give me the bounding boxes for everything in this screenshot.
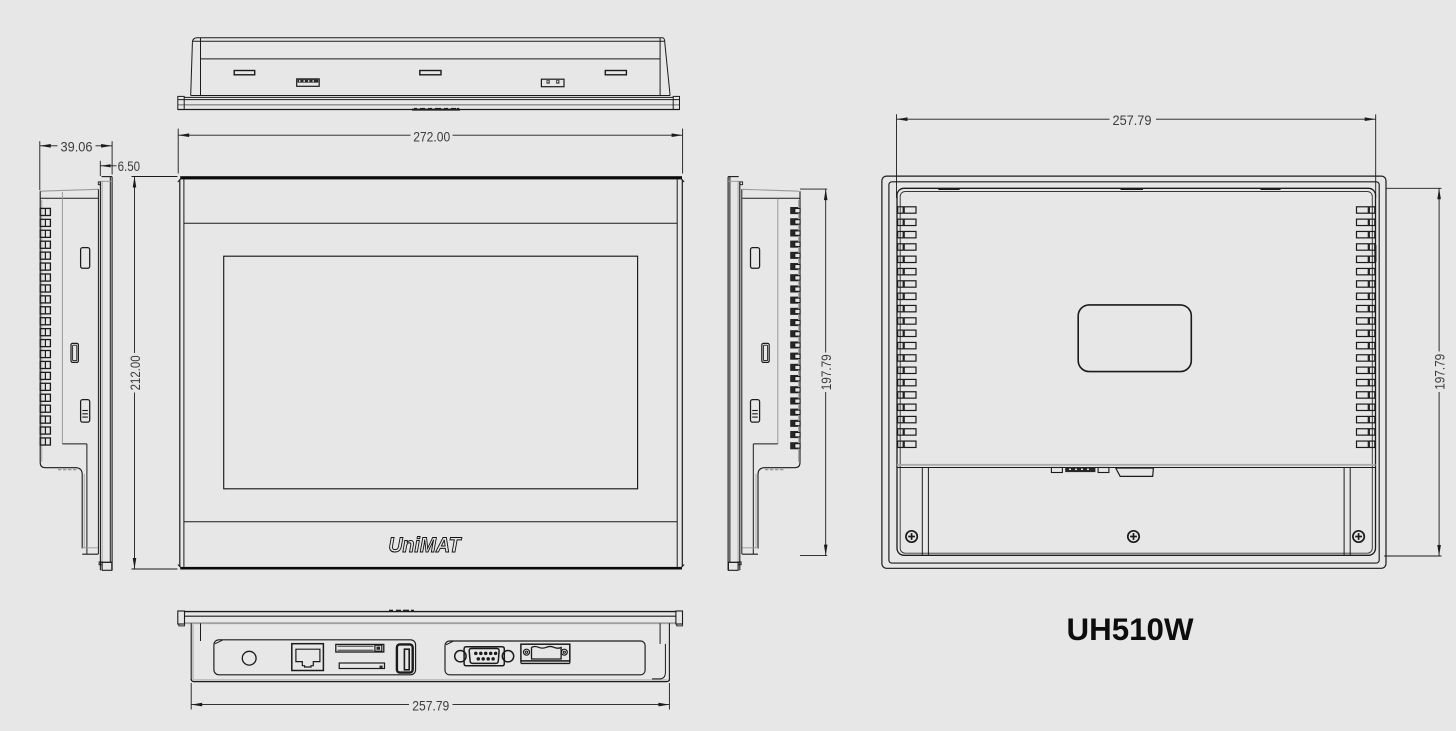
svg-text:UH510W: UH510W	[1067, 611, 1194, 647]
svg-text:257.79: 257.79	[412, 698, 449, 714]
svg-text:272.00: 272.00	[413, 129, 450, 145]
svg-text:212.00: 212.00	[128, 355, 144, 390]
svg-text:6.50: 6.50	[118, 159, 141, 175]
svg-text:UniMAT: UniMAT	[389, 534, 463, 557]
svg-text:197.79: 197.79	[819, 354, 835, 390]
svg-text:197.79: 197.79	[1432, 354, 1448, 390]
svg-text:257.79: 257.79	[1113, 113, 1152, 129]
svg-text:39.06: 39.06	[61, 139, 93, 155]
